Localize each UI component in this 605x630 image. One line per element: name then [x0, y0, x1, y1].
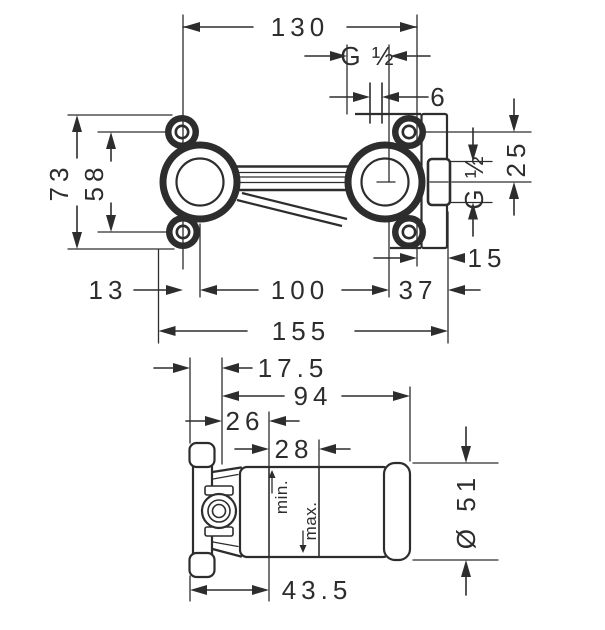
dim-25-label: 25	[501, 139, 531, 178]
dim-25: 25	[501, 98, 531, 216]
dim-73: 73	[44, 115, 82, 249]
dim-37: 37	[399, 275, 481, 305]
max-mark: max.	[299, 502, 320, 553]
housing-body	[238, 461, 412, 562]
connecting-pipe	[236, 165, 352, 228]
dim-155-label: 155	[272, 316, 330, 346]
top-screw-boss	[188, 441, 216, 469]
end-cap	[382, 461, 412, 562]
dim-13: 13	[89, 275, 183, 305]
dim-100-label: 100	[271, 275, 329, 305]
left-top-screw-hole	[174, 124, 190, 140]
dim-100: 100	[200, 275, 389, 305]
dim-155: 155	[158, 316, 448, 346]
dim-28: 28	[234, 434, 351, 464]
dim-6: 6	[329, 82, 449, 112]
right-top-screw-hole	[401, 124, 417, 140]
dim-94-label: 94	[294, 381, 333, 411]
dim-43-5: 43.5	[190, 575, 353, 605]
dim-26-label: 26	[226, 406, 265, 436]
min-label: min.	[272, 480, 291, 514]
dim-58-label: 58	[79, 163, 109, 202]
mounting-rail	[355, 112, 452, 250]
side-port	[200, 485, 238, 537]
dim-dia-51: Ø 51	[451, 426, 481, 596]
dim-43-5-label: 43.5	[282, 575, 353, 605]
funnel-cone	[211, 466, 243, 558]
dim-17-5: 17.5	[153, 353, 329, 383]
right-bottom-screw-hole	[401, 224, 417, 240]
side-extension-lines	[189, 357, 499, 602]
right-flange	[344, 115, 426, 249]
dim-15: 15	[373, 243, 507, 273]
max-label: max.	[301, 502, 320, 541]
dim-17-5-label: 17.5	[258, 353, 329, 383]
dim-15-label: 15	[468, 243, 507, 273]
left-bore	[175, 157, 225, 207]
dim-g-half-side-label: G ½	[459, 154, 489, 209]
dim-g-half-top-label: G ½	[340, 41, 395, 71]
front-view: 130 G ½ 6 73	[44, 12, 532, 346]
dim-13-label: 13	[89, 275, 128, 305]
dim-g-half-top: G ½	[304, 41, 431, 71]
dim-g-half-side: G ½	[459, 127, 489, 237]
dim-130-label: 130	[271, 12, 329, 42]
dim-28-label: 28	[275, 434, 314, 464]
left-flange	[159, 115, 241, 249]
dim-73-label: 73	[44, 163, 74, 202]
dim-6-label: 6	[430, 82, 449, 112]
min-mark: min.	[268, 470, 291, 514]
front-extension-lines	[67, 14, 532, 344]
side-view: min. max. 17.5	[153, 353, 499, 605]
dim-26: 26	[185, 406, 300, 436]
bottom-screw-boss	[188, 551, 216, 579]
dim-dia-51-label: Ø 51	[451, 473, 481, 549]
dim-58: 58	[79, 132, 116, 232]
dim-37-label: 37	[399, 275, 438, 305]
dim-130: 130	[182, 12, 418, 42]
dim-94: 94	[222, 381, 410, 411]
